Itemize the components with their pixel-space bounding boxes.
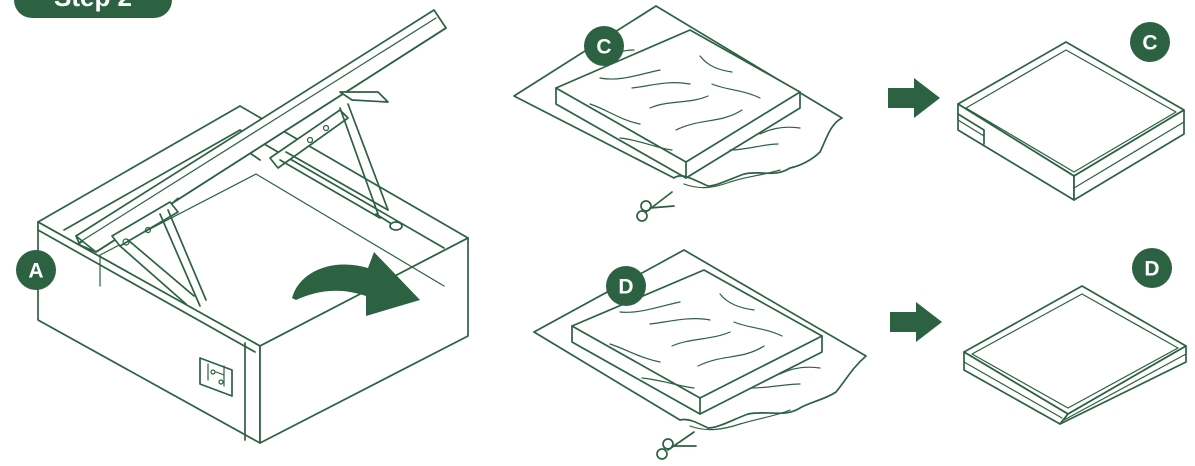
curved-arrow-icon [292,252,420,316]
arrow-right-icon [888,78,940,118]
ottoman-bed-frame: A [16,9,469,444]
arrow-right-icon [890,302,942,342]
badge-c-wrapped: C [584,26,624,66]
scissors-icon [656,431,697,460]
badge-d-wrapped: D [606,266,646,306]
badge-d: D [1132,248,1172,288]
gas-lift-left [111,201,207,307]
wrapped-mattress-c: C [513,5,843,222]
badge-a-label: A [28,260,43,283]
badge-c: C [1130,22,1170,62]
wrapped-mattress-d: D [533,249,867,460]
badge-d-label: D [1144,258,1159,281]
mattress-d: D [963,248,1187,425]
step-badge: Step 2 [14,0,172,18]
corner-bracket-icon [199,357,233,397]
badge-c-label: C [1142,32,1157,55]
badge-a: A [16,250,56,290]
badge-c-wrapped-label: C [596,36,611,59]
badge-d-wrapped-label: D [618,276,633,299]
gas-lift-right [269,91,403,231]
scissors-icon [636,191,675,222]
step-label: Step 2 [54,0,132,12]
mattress-c: C [957,22,1185,201]
